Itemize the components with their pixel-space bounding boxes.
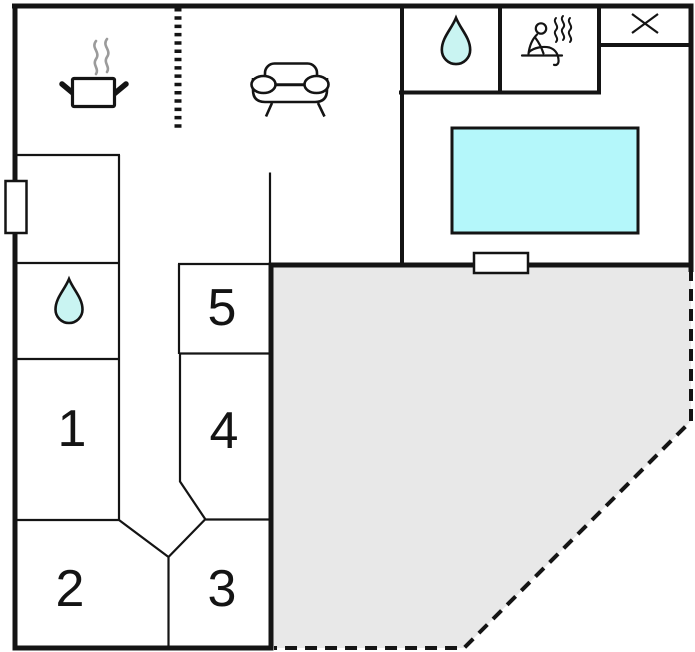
terrace-door (472, 251, 530, 275)
walls (12, 3, 694, 651)
pool-sauna-walls (399, 3, 693, 265)
pool-icon (450, 126, 640, 235)
terrace (272, 264, 693, 650)
water-drop-left-icon (54, 275, 84, 325)
outer-walls (12, 3, 694, 651)
sofa-icon (250, 62, 330, 118)
cooking-pot-icon (59, 37, 129, 109)
room-5-label: 5 (208, 279, 237, 337)
room-4-label: 4 (210, 402, 239, 460)
room-1-label: 1 (58, 400, 87, 458)
window (4, 179, 28, 235)
water-drop-top-icon (440, 14, 472, 66)
room-3-label: 3 (208, 560, 237, 618)
sauna-icon (520, 15, 573, 67)
terrace-area (272, 264, 691, 648)
cross-icon (631, 13, 659, 34)
room-2-label: 2 (56, 560, 85, 618)
terrace-dashed-border (274, 269, 693, 650)
interior-partitions (14, 153, 272, 648)
